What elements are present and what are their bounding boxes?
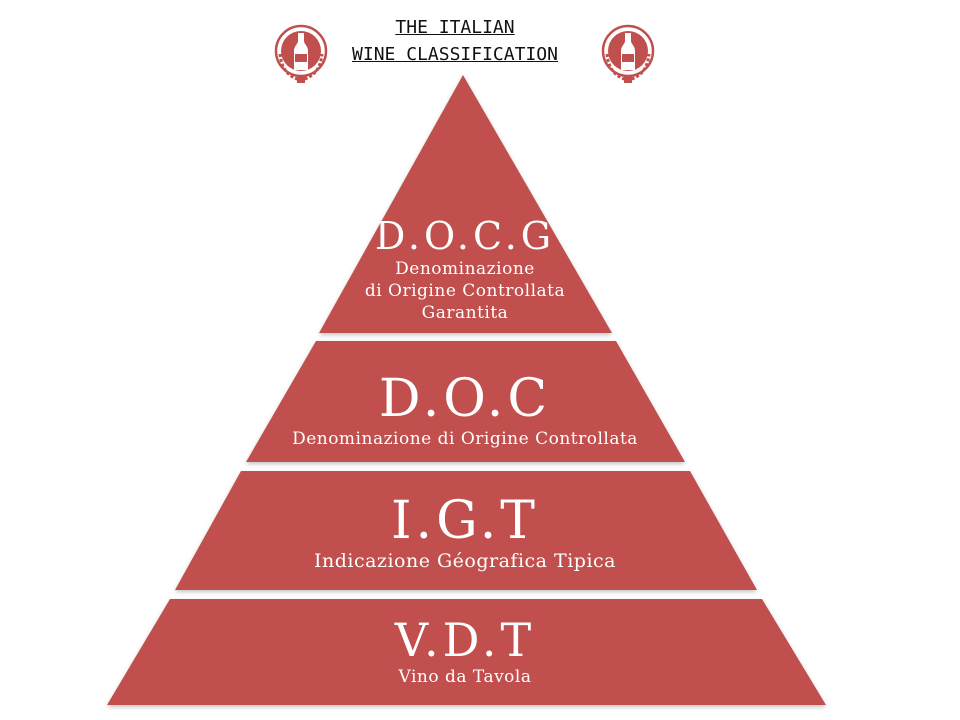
tier-igt-abbr: I.G.T (391, 491, 539, 551)
tier-doc-full-line-1: Denominazione di Origine Controllata (292, 429, 638, 449)
tier-igt-full-line-1: Indicazione Géografica Tipica (313, 550, 616, 572)
tier-docg-label: D.O.C.G Denominazione di Origine Control… (330, 214, 600, 324)
tier-doc-abbr: D.O.C (378, 369, 552, 429)
tier-doc-label: D.O.C Denominazione di Origine Controlla… (250, 370, 680, 450)
tier-docg-full-line-2: di Origine Controllata (364, 281, 566, 301)
tier-vdt-full-line-1: Vino da Tavola (398, 667, 532, 687)
tier-igt (175, 471, 757, 590)
tier-igt-label: I.G.T Indicazione Géografica Tipica (200, 492, 730, 572)
tier-docg-full-line-3: Garantita (421, 303, 509, 323)
wine-bottle-emblem-icon (601, 24, 655, 83)
page-title: THE ITALIAN WINE CLASSIFICATION (300, 14, 610, 68)
tier-vdt (107, 599, 826, 705)
tier-doc (246, 341, 685, 462)
title-line-1: THE ITALIAN (395, 17, 515, 38)
tier-docg-abbr: D.O.C.G (374, 214, 556, 258)
tier-docg (319, 75, 612, 333)
tier-docg-full-line-1: Denominazione (395, 259, 535, 279)
wine-bottle-emblem-icon (274, 24, 328, 83)
tier-vdt-abbr: V.D.T (394, 613, 536, 667)
title-line-2: WINE CLASSIFICATION (352, 44, 558, 65)
tier-vdt-label: V.D.T Vino da Tavola (200, 614, 730, 688)
